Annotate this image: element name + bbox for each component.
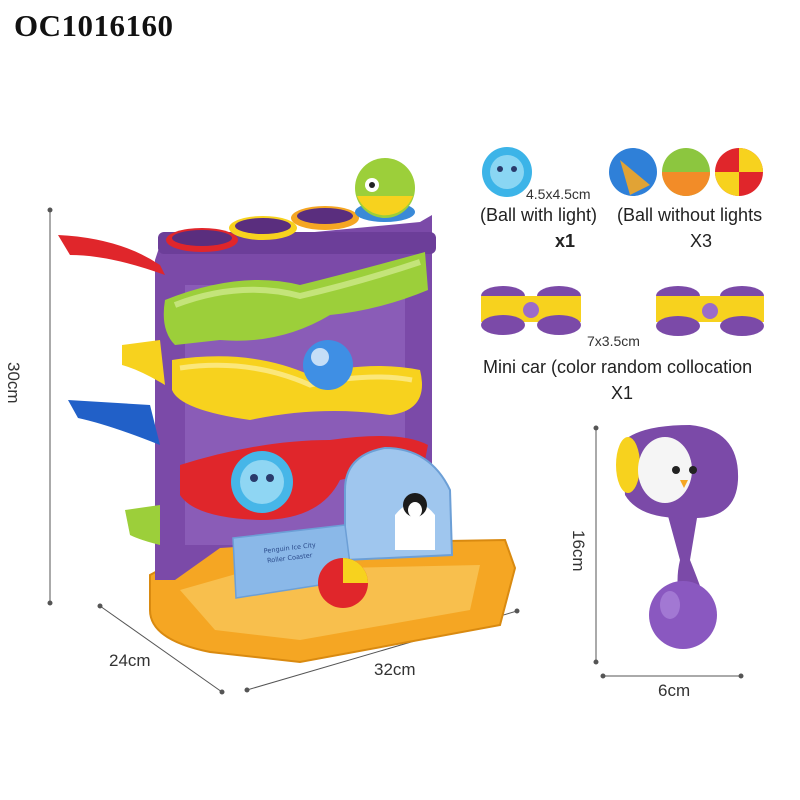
penguin-hammer	[616, 425, 739, 649]
ball-with-light-qty: x1	[555, 231, 576, 251]
blue-ramp	[68, 400, 160, 445]
ball-size-label: 4.5x4.5cm	[526, 186, 591, 202]
ball-without-lights-qty: X3	[690, 231, 713, 251]
green-ramp	[163, 252, 428, 345]
depth-label: 24cm	[109, 651, 151, 670]
mini-car-left	[481, 286, 581, 335]
car-label: Mini car (color random collocation	[483, 357, 753, 377]
yellow-ramp-left	[122, 340, 165, 385]
width-label: 32cm	[374, 660, 416, 679]
depth-dimension-line	[99, 605, 223, 693]
height-label: 30cm	[4, 362, 23, 404]
mini-car-right	[656, 286, 764, 336]
car-qty: X1	[611, 383, 634, 403]
green-ramp-left	[125, 505, 160, 545]
red-ramp-top	[58, 235, 165, 275]
ball-without-lights-label: (Ball without lights	[617, 205, 763, 225]
ball-with-light-label: (Ball with light)	[480, 205, 598, 225]
hammer-height-label: 16cm	[569, 530, 588, 572]
top-holes	[166, 202, 415, 252]
blue-ball	[303, 340, 353, 390]
hammer-width-label: 6cm	[658, 681, 691, 700]
yellow-ramp	[172, 356, 422, 420]
product-code: OC1016160	[14, 8, 174, 43]
car-size-label: 7x3.5cm	[587, 333, 640, 349]
